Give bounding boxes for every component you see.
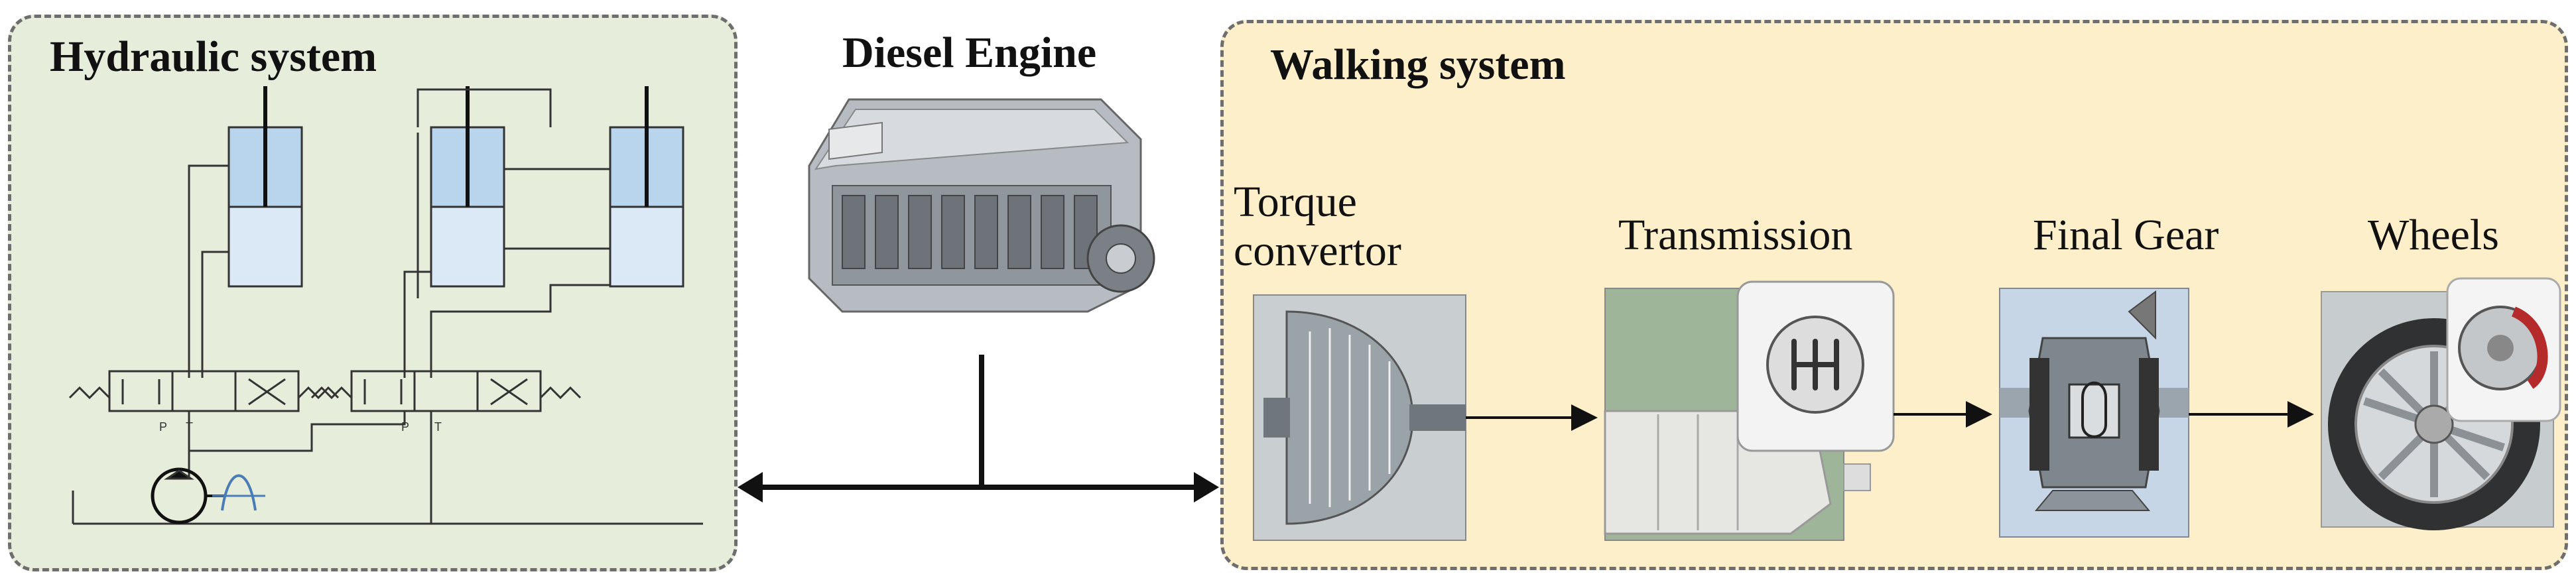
wheel-illustration bbox=[2321, 277, 2561, 530]
directional-valve-2 bbox=[310, 370, 582, 412]
hydraulic-system-panel bbox=[8, 15, 738, 571]
final-gear-illustration bbox=[1999, 288, 2189, 538]
hydraulic-pump-icon bbox=[151, 467, 265, 524]
directional-valve-1 bbox=[68, 370, 340, 412]
walking-system-title: Walking system bbox=[1270, 40, 1566, 89]
final-gear-label: Final Gear bbox=[2033, 211, 2219, 259]
torque-convertor-label: Torque convertor bbox=[1234, 178, 1401, 275]
valve-2-port-t: T bbox=[434, 420, 442, 434]
valve-2-port-p: P bbox=[401, 420, 409, 434]
transmission-illustration bbox=[1604, 280, 1895, 541]
hydraulic-circuit bbox=[68, 86, 703, 525]
hydraulic-cylinder-3 bbox=[609, 86, 684, 288]
arrow-right-icon bbox=[1194, 472, 1219, 502]
torque-convertor-illustration bbox=[1253, 294, 1466, 541]
transmission-label: Transmission bbox=[1618, 211, 1853, 259]
hydraulic-cylinder-1 bbox=[227, 86, 303, 288]
hydraulic-system-title: Hydraulic system bbox=[50, 32, 377, 81]
walking-flow-arrows bbox=[1466, 401, 2314, 431]
power-distribution-arrows bbox=[738, 355, 1219, 502]
diesel-engine-icon bbox=[808, 98, 1155, 313]
wheels-label: Wheels bbox=[2368, 211, 2499, 259]
hydraulic-cylinder-2 bbox=[430, 86, 505, 288]
diesel-engine-title: Diesel Engine bbox=[842, 29, 1097, 77]
valve-1-port-t: T bbox=[186, 420, 193, 434]
valve-1-port-p: P bbox=[159, 420, 167, 434]
arrow-left-icon bbox=[738, 472, 763, 502]
